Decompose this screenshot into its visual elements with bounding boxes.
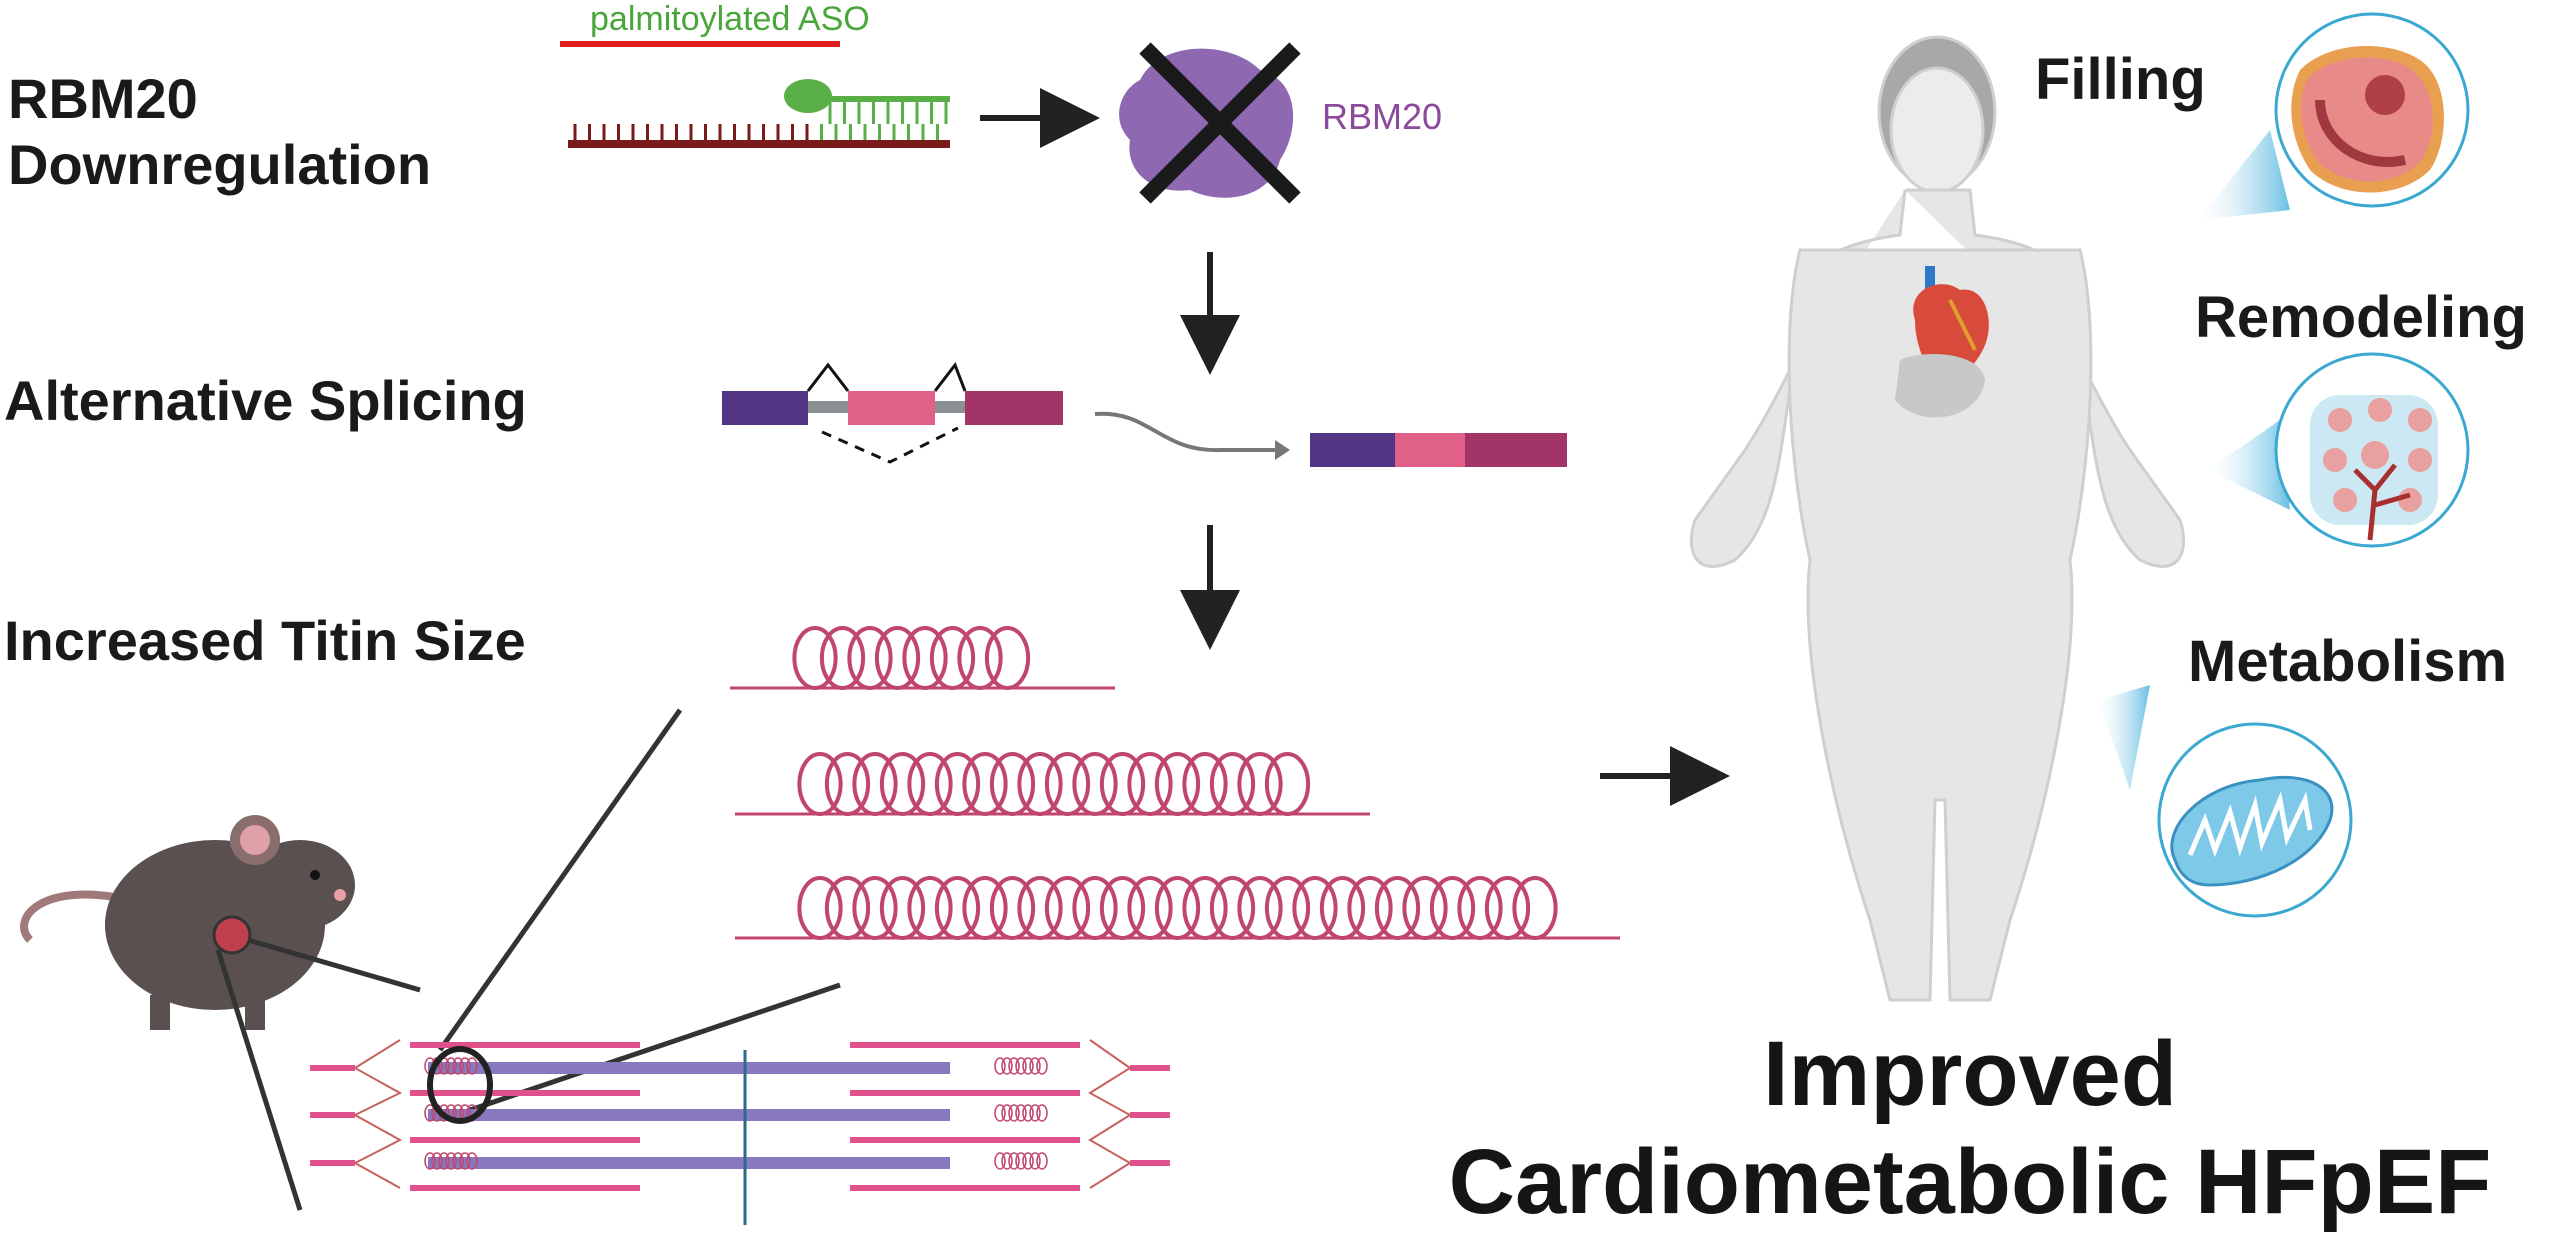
step-label-titin: Increased Titin Size: [4, 609, 526, 672]
titin-coil: [1182, 752, 1228, 816]
outcome-label-metabolism: Metabolism: [2188, 629, 2508, 694]
titin-coil: [824, 876, 871, 940]
mitochondrion-icon: [2170, 775, 2334, 887]
titin-coil: [1044, 752, 1091, 816]
titin-coil: [1512, 876, 1558, 940]
titin-coil: [957, 626, 1003, 690]
human-body-icon: [1689, 35, 2186, 1002]
titin-coil: [1154, 752, 1201, 816]
outcome-label-filling: Filling: [2035, 47, 2206, 112]
titin-coil: [962, 876, 1008, 940]
titin-coil: [989, 876, 1036, 940]
titin-coil: [1072, 876, 1118, 940]
inhibited-x-icon: [1139, 42, 1301, 204]
filling-circle: [2198, 12, 2470, 220]
titin-coil: [902, 626, 948, 690]
rbm20-label: RBM20: [1322, 96, 1443, 137]
titin-coil: [1099, 752, 1146, 816]
titin-coil: [1374, 876, 1421, 940]
titin-coil: [879, 752, 926, 816]
conclusion: Improved Cardiometabolic HFpEF: [1380, 1020, 2560, 1236]
palmitoyl-group-icon: [784, 79, 832, 113]
titin-coil: [1237, 752, 1283, 816]
titin-coil: [1457, 876, 1503, 940]
aso-label: palmitoylated ASO: [590, 0, 870, 38]
step-label-line2: Downregulation: [8, 133, 432, 196]
titin-coil: [1017, 752, 1063, 816]
conclusion-line2: Cardiometabolic HFpEF: [1448, 1131, 2492, 1233]
titin-coil: [1292, 876, 1338, 940]
titin-coil: [1237, 876, 1283, 940]
step-label-downregulation: RBM20 Downregulation: [8, 66, 431, 198]
titin-coil: [1209, 752, 1256, 816]
titin-coil: [852, 876, 898, 940]
titin-coil: [934, 876, 981, 940]
exon-3: [965, 391, 1063, 425]
titin-coil: [1319, 876, 1366, 940]
titin-coil: [1347, 876, 1393, 940]
titin-coil: [792, 626, 838, 690]
magnifier-circle: [427, 1046, 493, 1124]
titin-coil: [1264, 752, 1311, 816]
splice-arrow: [1094, 411, 1275, 453]
zoom-lines: [215, 708, 841, 1211]
titin-coil: [819, 626, 866, 690]
titin-coil: [1402, 876, 1448, 940]
exon-2: [848, 391, 935, 425]
titin-coil: [929, 626, 976, 690]
outcome-label-remodeling: Remodeling: [2195, 285, 2527, 350]
mouse-heart-icon: [212, 915, 252, 955]
step-label-splicing: Alternative Splicing: [4, 369, 527, 432]
titin-coil: [1072, 752, 1118, 816]
stomach-icon: [1895, 354, 1985, 418]
titin-coil: [1429, 876, 1476, 940]
titin-springs: [730, 626, 1620, 940]
titin-coil: [1484, 876, 1531, 940]
titin-coil: [879, 876, 926, 940]
remodeling-circle: [2208, 352, 2470, 548]
titin-coil: [797, 876, 843, 940]
titin-coil: [907, 876, 953, 940]
titin-coil: [934, 752, 981, 816]
mouse-icon: [20, 815, 355, 1030]
titin-coil: [1264, 876, 1311, 940]
titin-coil: [984, 626, 1031, 690]
titin-coil: [1127, 876, 1173, 940]
titin-coil: [1017, 876, 1063, 940]
metabolism-circle: [2098, 685, 2353, 918]
pre-mrna-icon: [722, 361, 1063, 464]
rna-strand-icon: [568, 96, 950, 148]
titin-coil: [1127, 752, 1173, 816]
sarcomere-icon: [310, 1039, 1170, 1225]
conclusion-line1: Improved: [1762, 1023, 2178, 1125]
titin-coil: [874, 626, 921, 690]
titin-coil: [1044, 876, 1091, 940]
titin-coil: [1154, 876, 1201, 940]
titin-coil: [962, 752, 1008, 816]
step-label-line1: RBM20: [8, 67, 198, 130]
titin-coil: [1209, 876, 1256, 940]
titin-coil: [797, 752, 843, 816]
exon-1: [722, 391, 808, 425]
titin-coil: [1099, 876, 1146, 940]
titin-coil: [1182, 876, 1228, 940]
titin-coil: [852, 752, 898, 816]
titin-coil: [907, 752, 953, 816]
titin-coil: [824, 752, 871, 816]
titin-coil: [847, 626, 893, 690]
mature-mrna-icon: [1310, 433, 1567, 467]
titin-coil: [989, 752, 1036, 816]
